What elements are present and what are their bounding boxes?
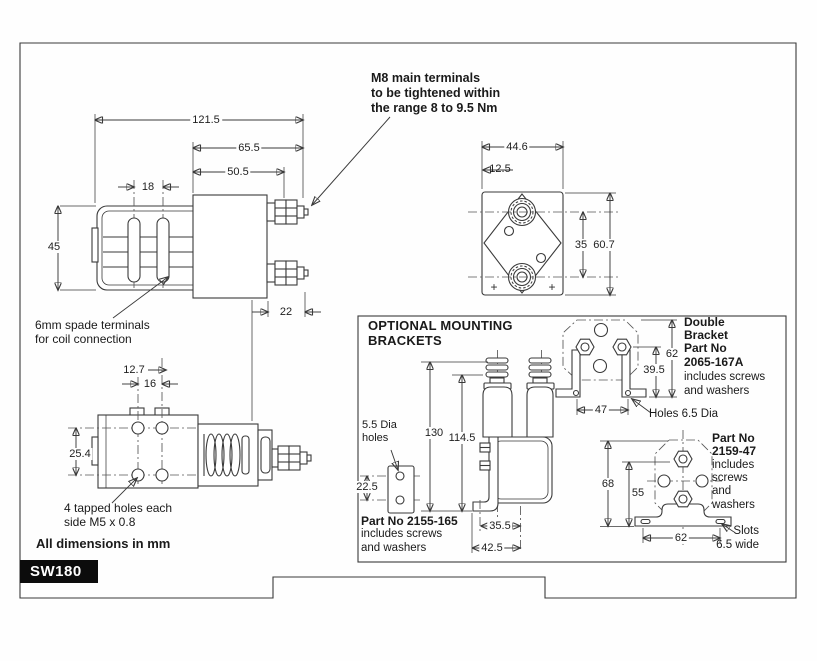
dim-121-5: 121.5: [190, 114, 222, 126]
single-bracket-includes: includes screws and washers: [712, 459, 755, 511]
note-double-holes: Holes 6.5 Dia: [649, 408, 719, 420]
dim-45: 45: [45, 241, 63, 253]
dim-12-7: 12.7: [121, 364, 147, 376]
note-spade-terminals: 6mm spade terminals for coil connection: [35, 318, 150, 347]
optional-brackets-title: OPTIONAL MOUNTING BRACKETS: [368, 318, 513, 349]
dim-55: 55: [629, 487, 647, 499]
dim-62-single: 62: [672, 532, 690, 544]
dim-68: 68: [599, 478, 617, 490]
dim-50-5: 50.5: [225, 166, 251, 178]
dim-12-5: 12.5: [489, 163, 511, 175]
model-badge: SW180: [20, 560, 98, 583]
bracket-assembly-drawing: [421, 350, 555, 553]
dim-22-5: 22.5: [354, 481, 380, 493]
dim-39-5: 39.5: [641, 364, 667, 376]
note-single-slots: Slots 6.5 wide: [716, 525, 759, 551]
optional-brackets-box: [357, 315, 787, 563]
side-view-drawing: [58, 114, 391, 421]
note-plate-holes: 5.5 Dia holes: [362, 419, 397, 444]
page-border: [19, 42, 797, 599]
bottom-view-drawing: [68, 358, 312, 504]
polarity-plus-right: +: [548, 280, 555, 294]
dim-18: 18: [139, 181, 157, 193]
plate-part-number: Part No 2155-165: [361, 514, 458, 528]
dim-16: 16: [141, 378, 159, 390]
single-bracket-part-number: Part No 2159-47: [712, 431, 757, 459]
dim-62-double: 62: [663, 348, 681, 360]
dim-65-5: 65.5: [236, 142, 262, 154]
dim-22: 22: [277, 306, 295, 318]
single-bracket-drawing: [600, 430, 735, 545]
dim-44-6: 44.6: [504, 141, 530, 153]
dim-25-4: 25.4: [67, 448, 93, 460]
dim-47: 47: [592, 404, 610, 416]
polarity-plus-left: +: [490, 280, 497, 294]
note-tapped-holes: 4 tapped holes each side M5 x 0.8: [64, 501, 173, 530]
dim-60-7: 60.7: [591, 239, 617, 251]
double-bracket-includes: includes screws and washers: [684, 371, 766, 397]
dim-35-5: 35.5: [487, 520, 513, 532]
dim-35: 35: [572, 239, 590, 251]
note-units: All dimensions in mm: [36, 536, 171, 551]
note-m8-terminals: M8 main terminals to be tightened within…: [371, 71, 501, 115]
double-bracket-part-number: Double Bracket Part No 2065-167A: [684, 315, 744, 369]
dim-114-5: 114.5: [446, 432, 478, 444]
plate-part-includes: includes screws and washers: [361, 528, 443, 554]
dim-130: 130: [422, 427, 446, 439]
end-view-drawing: + +: [468, 141, 620, 295]
dim-42-5: 42.5: [479, 542, 505, 554]
